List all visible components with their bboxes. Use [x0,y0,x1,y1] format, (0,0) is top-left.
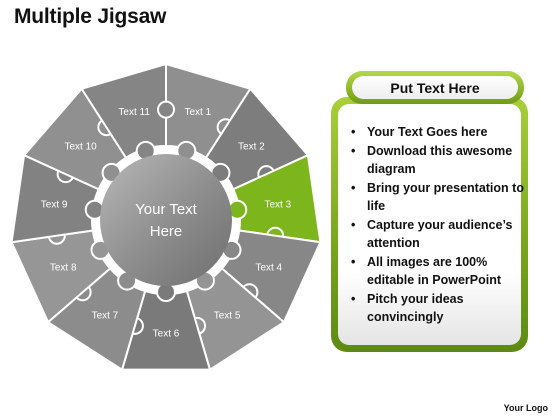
piece-label: Text 6 [153,329,180,340]
piece-label: Text 2 [238,142,265,153]
piece-label: Text 8 [50,262,77,273]
jigsaw-diagram: Text 1 Text 2 Text 3 Text 4 Text 5 Text 6 Text… [10,62,322,372]
piece-label: Text 5 [214,311,241,322]
piece-label: Text 9 [41,199,68,210]
piece-label: Text 3 [265,199,292,210]
bullet-item: Bring your presentation to life [346,179,524,216]
bullet-list: Your Text Goes here Download this awesom… [346,123,524,327]
piece-label: Text 7 [92,311,119,322]
logo-text: Your Logo [503,403,548,413]
bullet-item: Capture your audience’s attention [346,216,524,253]
center-label: Your Text [135,201,198,218]
bullet-item: All images are 100% editable in PowerPoi… [346,253,524,290]
jigsaw-side-knob [157,100,175,119]
bullet-item: Pitch your ideas convincingly [346,290,524,327]
piece-label: Text 4 [255,262,282,273]
panel-header-label: Put Text Here [352,76,518,99]
piece-label: Text 1 [184,107,211,118]
slide-title: Multiple Jigsaw [14,5,167,28]
bullet-item: Your Text Goes here [346,123,524,142]
piece-label: Text 11 [118,107,150,118]
center-hub [100,154,232,286]
piece-label: Text 10 [64,142,97,153]
panel-header: Put Text Here [346,71,524,104]
center-label: Here [150,223,183,240]
bullet-item: Download this awesome diagram [346,142,524,179]
